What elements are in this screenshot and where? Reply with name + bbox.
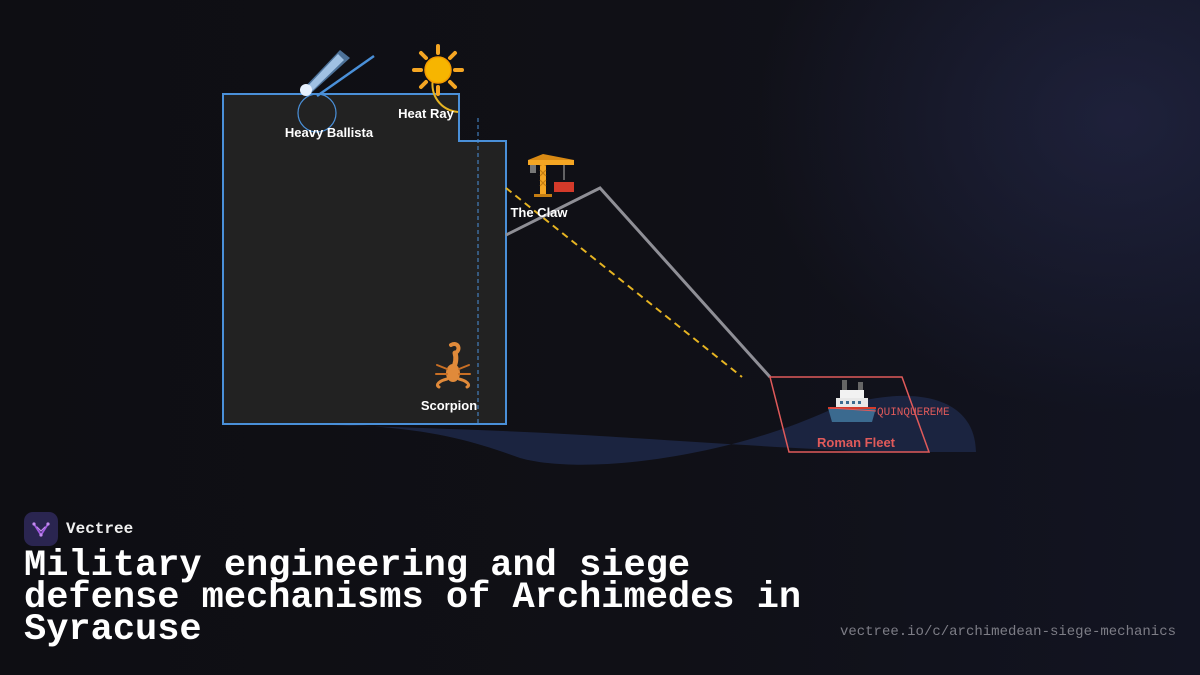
- sea: [300, 395, 976, 465]
- heat-ray-path: [505, 187, 743, 378]
- fleet-label: Roman Fleet: [817, 435, 896, 450]
- ballista-mount: [297, 93, 337, 133]
- scorpion-label: Scorpion: [421, 398, 477, 413]
- city-wall: [222, 93, 507, 425]
- heat-ray-label: Heat Ray: [398, 106, 454, 121]
- page-title: Military engineering and siege defense m…: [24, 545, 802, 651]
- claw-arm: [505, 186, 772, 379]
- source-url[interactable]: vectree.io/c/archimedean-siege-mechanics: [839, 624, 1176, 640]
- ballista-arm: [316, 54, 375, 98]
- ship-type-label: QUINQUEREME: [877, 407, 950, 419]
- ballista-label: Heavy Ballista: [285, 125, 374, 140]
- brand: Vectree: [24, 512, 133, 546]
- fleet-zone: [769, 376, 931, 453]
- ship-type-pointer: [829, 407, 877, 412]
- brand-name: Vectree: [66, 520, 134, 538]
- sun-icon: [412, 44, 464, 96]
- vectree-logo-icon: [24, 512, 58, 546]
- comet-icon: [300, 50, 350, 96]
- crane-icon: [528, 154, 574, 197]
- scorpion-icon: [435, 342, 471, 389]
- claw-label: The Claw: [510, 205, 568, 220]
